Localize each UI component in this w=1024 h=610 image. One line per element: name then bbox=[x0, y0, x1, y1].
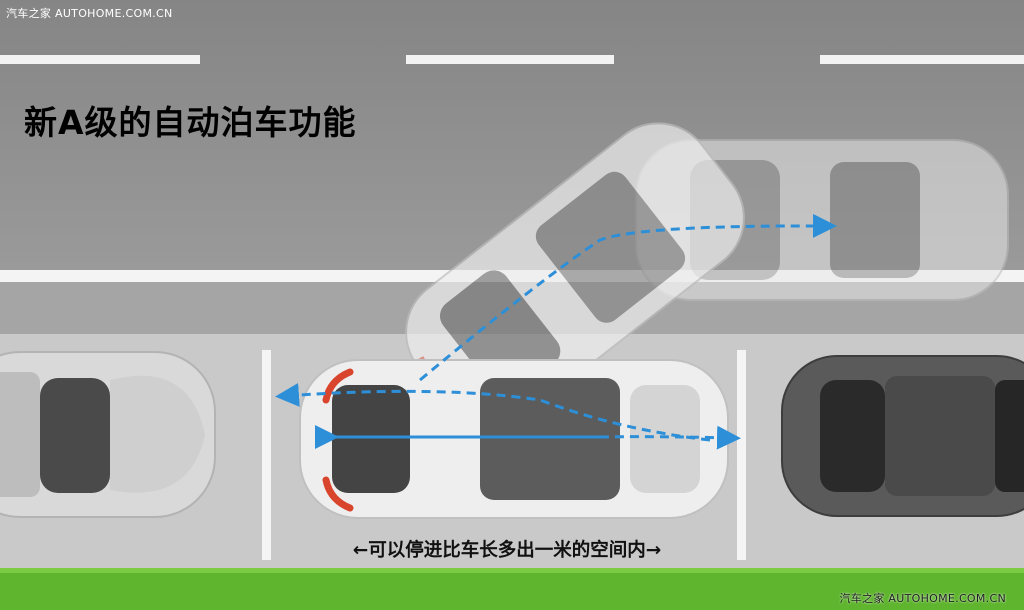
stall-line bbox=[262, 350, 271, 560]
caption: ←可以停进比车长多出一米的空间内→ bbox=[352, 540, 662, 561]
parked-car-left bbox=[0, 351, 216, 518]
page-title: 新A级的自动泊车功能 bbox=[24, 103, 357, 142]
stall-line bbox=[737, 350, 746, 560]
parked-car-right bbox=[781, 355, 1024, 517]
grass-strip bbox=[0, 568, 1024, 610]
watermark-bottom: 汽车之家 AUTOHOME.COM.CN bbox=[839, 592, 1006, 605]
watermark-top: 汽车之家 AUTOHOME.COM.CN bbox=[6, 7, 173, 20]
path-arrows bbox=[275, 213, 837, 450]
grass-edge bbox=[0, 568, 1024, 573]
ego-car-parked bbox=[299, 359, 729, 519]
lane-dash bbox=[820, 55, 1024, 64]
lane-dash bbox=[0, 55, 200, 64]
lane-dash bbox=[406, 55, 614, 64]
